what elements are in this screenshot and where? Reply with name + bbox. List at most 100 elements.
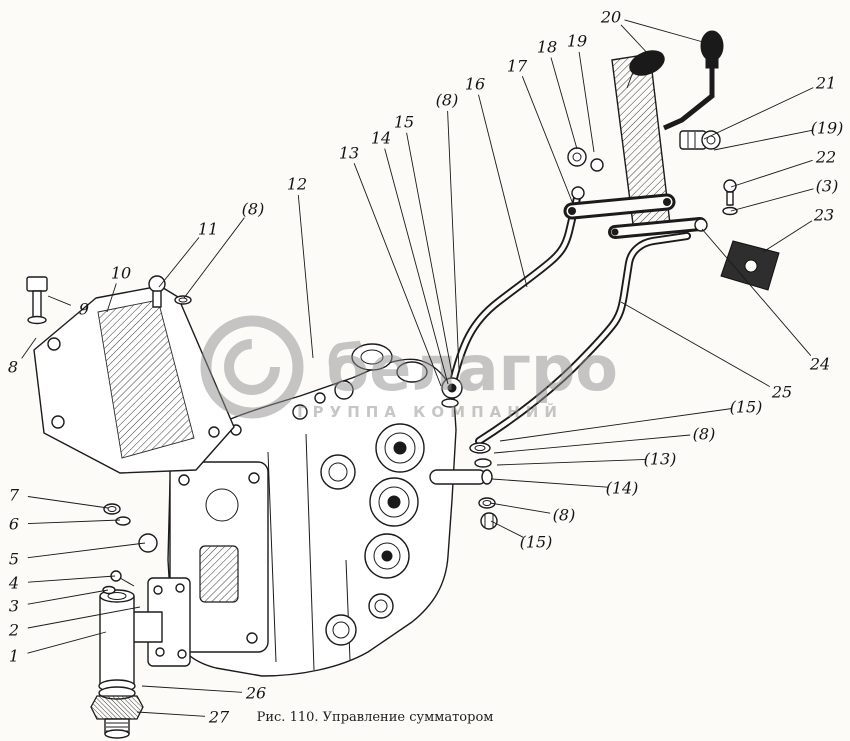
- callout-label-1: 1: [9, 647, 19, 666]
- cover-slot: [199, 545, 239, 603]
- leader-line: [713, 129, 814, 151]
- pivot-bolt: [722, 179, 738, 216]
- elbow-pipe: [99, 595, 135, 685]
- callout-label-13: 13: [339, 144, 359, 163]
- callout-label-2: 2: [8, 621, 19, 640]
- leader-line: [27, 542, 146, 559]
- callout-label-17: 17: [507, 57, 528, 76]
- leader-line: [447, 110, 460, 371]
- callout-label-12: 12: [287, 175, 307, 194]
- callout-label-16: 16: [465, 75, 485, 94]
- leader-line: [297, 194, 314, 359]
- bracket-web: [97, 299, 195, 459]
- leader-line: [183, 217, 245, 299]
- leader-line: [106, 283, 117, 313]
- leader-line: [136, 711, 206, 717]
- callout-label-15: 15: [394, 113, 414, 132]
- leader-line: [550, 57, 578, 150]
- washer-stack: [469, 442, 491, 454]
- callout-label-14: (14): [606, 479, 639, 498]
- callout-label-23: 23: [813, 206, 834, 225]
- leader-line: [21, 337, 37, 359]
- callout-label-25: 25: [771, 383, 792, 402]
- callout-label-3: (3): [816, 177, 839, 196]
- leader-line: [730, 188, 814, 212]
- leader-line: [27, 519, 121, 525]
- leader-line: [490, 520, 524, 538]
- lever-rod: [662, 62, 715, 131]
- pipes-drawing: [429, 186, 691, 530]
- callout-label-8: 8: [8, 358, 18, 377]
- watermark: белагро ГРУППА КОМПАНИЙ: [200, 315, 618, 421]
- cross-pin: [429, 469, 487, 485]
- leader-line: [578, 51, 595, 153]
- leader-line: [493, 434, 691, 454]
- valve-body-drawing: [167, 343, 457, 677]
- seal-ring: [115, 516, 131, 526]
- callout-label-20: 20: [600, 8, 621, 27]
- leader-line: [141, 685, 243, 693]
- leader-line: [489, 502, 551, 514]
- leader-line: [491, 478, 609, 488]
- pipe-union: [571, 186, 585, 200]
- union-fitting: [679, 130, 721, 150]
- leader-line: [496, 458, 647, 466]
- callout-label-8: (8): [436, 91, 459, 110]
- callout-label-22: 22: [815, 148, 836, 167]
- hex-nut: [90, 695, 144, 720]
- lock-washer: [478, 497, 496, 509]
- watermark-subtitle: ГРУППА КОМПАНИЙ: [297, 402, 563, 421]
- callout-label-27: 27: [208, 708, 230, 727]
- callout-label-19: (19): [811, 119, 844, 138]
- watermark-title: белагро: [326, 332, 618, 405]
- callout-label-5: 5: [9, 550, 19, 569]
- callout-label-18: 18: [537, 38, 557, 57]
- circle-a-logo: [200, 315, 304, 419]
- bracket-bolt: [148, 275, 192, 308]
- leader-line: [703, 87, 814, 140]
- callout-label-8: (8): [553, 506, 576, 525]
- left-bracket-drawing: [26, 275, 235, 474]
- leader-line: [27, 575, 116, 583]
- leader-line: [620, 24, 652, 58]
- leader-line: [478, 94, 528, 288]
- callout-label-10: 10: [111, 264, 131, 283]
- leader-line: [499, 408, 733, 442]
- ring-nut: [567, 147, 587, 167]
- leader-line: [158, 237, 200, 288]
- callout-label-24: 24: [809, 355, 830, 374]
- lever-knob-right: [700, 30, 724, 62]
- callout-label-15: (15): [730, 398, 763, 417]
- lock-nut: [480, 512, 498, 530]
- callout-label-26: 26: [245, 684, 266, 703]
- leader-line: [730, 159, 813, 188]
- callout-label-11: 11: [198, 220, 218, 239]
- small-washer: [102, 585, 116, 595]
- callout-label-13: (13): [644, 450, 677, 469]
- pivot-roller: [590, 158, 604, 172]
- lever-assembly-drawing: [563, 30, 780, 291]
- bottom-fitting-drawing: [90, 503, 191, 739]
- leader-line: [27, 631, 107, 654]
- leader-line: [620, 301, 771, 387]
- mounting-bolt: [26, 276, 48, 325]
- bracket-hole: [744, 259, 758, 273]
- callout-label-8: (8): [242, 200, 265, 219]
- leader-line: [384, 148, 449, 385]
- leader-line: [521, 76, 574, 205]
- leader-line: [762, 220, 813, 253]
- leader-line: [47, 295, 71, 306]
- leader-line: [27, 496, 109, 509]
- plug: [138, 533, 158, 553]
- washer: [103, 503, 121, 515]
- figure-caption: Рис. 110. Управление сумматором: [257, 710, 494, 725]
- leader-line: [701, 228, 812, 356]
- callout-label-15: (15): [520, 533, 553, 552]
- leader-line: [624, 19, 704, 43]
- callout-label-7: 7: [9, 486, 20, 505]
- callout-label-14: 14: [371, 129, 391, 148]
- leader-line: [353, 163, 442, 387]
- lever-knob-left: [629, 50, 665, 76]
